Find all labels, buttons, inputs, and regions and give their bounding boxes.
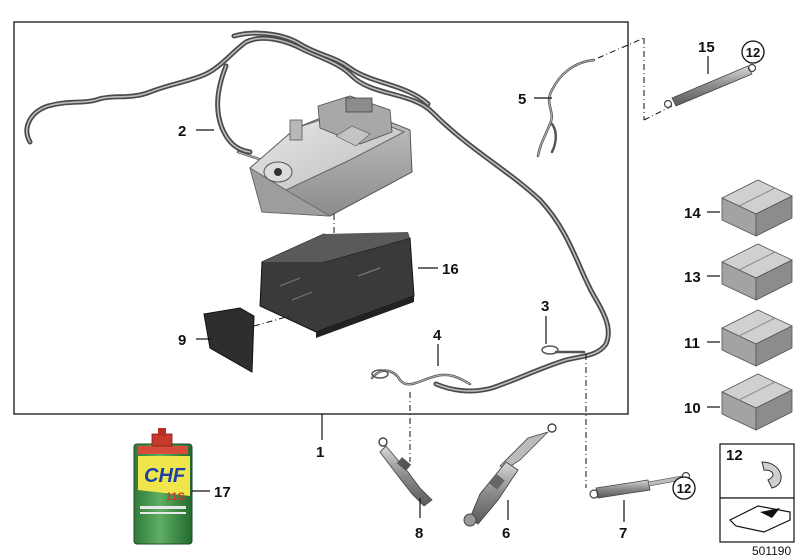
circled-12-bottom: 12 [672, 476, 696, 500]
callout-10: 10 [684, 400, 701, 417]
reference-number: 501190 [752, 544, 791, 558]
box-13 [721, 243, 793, 301]
box-10 [721, 373, 793, 431]
callout-9: 9 [178, 332, 186, 349]
legend-label-12: 12 [726, 447, 743, 464]
small-hose-4 [370, 369, 472, 386]
legend-panel [719, 443, 795, 543]
callout-11: 11 [684, 335, 700, 352]
circled-12-top: 12 [741, 40, 765, 64]
coupling-8 [378, 437, 433, 507]
callout-15: 15 [698, 39, 715, 56]
callout-13: 13 [684, 269, 701, 286]
mounting-bracket [259, 232, 415, 338]
hose-pipe-5 [536, 58, 596, 158]
clip-icon [761, 461, 782, 489]
pad-dashline [253, 315, 291, 327]
hose-clip-3 [541, 345, 586, 355]
callout-14: 14 [684, 205, 701, 222]
callout-6: 6 [502, 525, 510, 542]
svg-text:12: 12 [746, 45, 760, 60]
assembly-frame [13, 21, 629, 415]
callout-16: 16 [442, 261, 459, 278]
svg-text:12: 12 [677, 481, 691, 496]
callout-5: 5 [518, 91, 526, 108]
callout-17: 17 [214, 484, 231, 501]
insulation-pad [203, 307, 255, 373]
callout-8: 8 [415, 525, 423, 542]
reservoir-unit [249, 95, 413, 217]
strut-15 [663, 63, 757, 109]
callout-4: 4 [433, 327, 442, 344]
callout-1: 1 [316, 444, 324, 461]
pipe5-dash-c [643, 105, 673, 121]
can-variant-text: 11S [166, 491, 185, 503]
cylinder-6 [463, 423, 557, 527]
fluid-can: CHF 11S [133, 428, 193, 545]
callout-2: 2 [178, 123, 186, 140]
pipe5-dash-a [597, 37, 645, 59]
callout-7: 7 [619, 525, 627, 542]
main-hose-lines [24, 30, 611, 394]
callout-3: 3 [541, 298, 549, 315]
box-11 [721, 309, 793, 367]
box-14 [721, 179, 793, 237]
can-brand-text: CHF [144, 465, 186, 487]
